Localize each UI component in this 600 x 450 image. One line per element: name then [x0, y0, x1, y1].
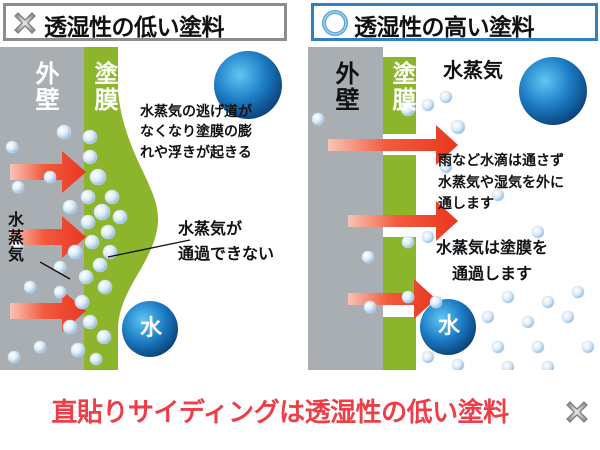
left-wall-label: 外壁 [31, 61, 59, 113]
right-coating-label: 塗膜 [388, 61, 416, 113]
left-water-label: 水 [140, 316, 163, 341]
blocked-leader-line [107, 239, 191, 258]
vapor-bubbles [5, 124, 128, 366]
water-droplet-bottom [420, 299, 476, 355]
water-droplet-bottom [122, 301, 178, 357]
right-diagram-graphic [308, 47, 595, 370]
right-wall-label: 外壁 [331, 61, 359, 113]
water-droplet-top [214, 51, 282, 119]
left-panel-header: 透湿性の低い塗料 [3, 3, 287, 41]
right-vapor-title: 水蒸気 [443, 58, 503, 82]
passes-note: 水蒸気は塗膜を 通過します [436, 238, 549, 284]
right-panel-header: 透湿性の高い塗料 [311, 3, 598, 41]
vapor-arrows [328, 125, 458, 319]
water-droplet-top [519, 57, 587, 125]
coating-film-segments [383, 57, 416, 370]
vapor-bubbles [311, 90, 595, 370]
left-diagram: 外壁 塗膜 水蒸気の逃げ道が なくなり塗膜の膨 れや浮きが起きる 水 蒸 気 水… [0, 47, 297, 370]
left-vapor-label: 水 蒸 気 [8, 210, 25, 265]
right-diagram: 外壁 塗膜 水蒸気 雨など水滴は通さず 水蒸気や湿気を外に 通します 水蒸気は塗… [308, 47, 600, 370]
exterior-wall [308, 47, 383, 370]
left-coating-label: 塗膜 [90, 61, 118, 113]
drainage-note: 雨など水滴は通さず 水蒸気や湿気を外に 通します [438, 153, 564, 213]
cross-mark-icon [14, 12, 36, 34]
circle-mark-icon [322, 10, 348, 36]
right-water-label: 水 [438, 314, 461, 339]
vapor-leader-line [39, 261, 71, 280]
caption-text: 直貼りサイディングは透湿性の低い塗料 [51, 398, 509, 428]
left-header-title: 透湿性の低い塗料 [44, 15, 225, 41]
blister-note: 水蒸気の逃げ道が なくなり塗膜の膨 れや浮きが起きる [140, 104, 252, 161]
cross-mark-icon [566, 401, 588, 423]
left-diagram-graphic [0, 47, 282, 370]
blocked-note: 水蒸気が 通過できない [178, 219, 275, 263]
right-header-title: 透湿性の高い塗料 [354, 15, 535, 41]
